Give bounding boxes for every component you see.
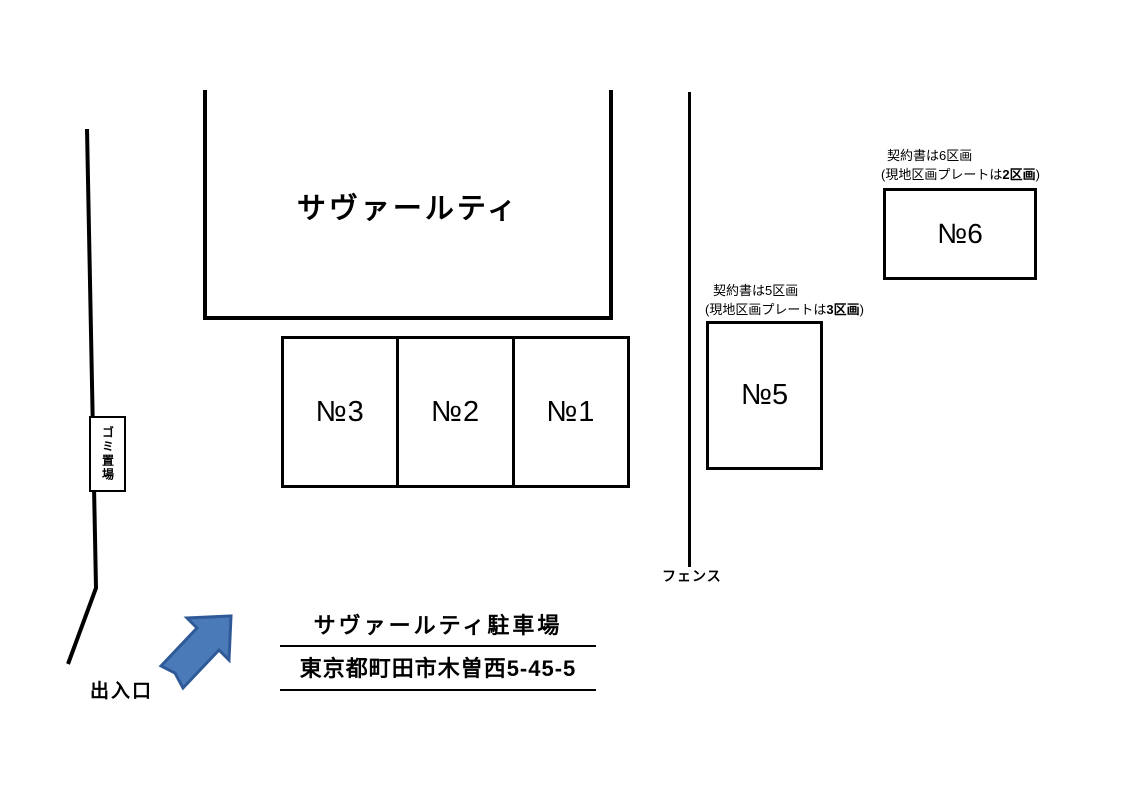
entrance-exit-label: 出入口 (90, 681, 154, 702)
garbage-area-box: ゴミ置場 (89, 416, 126, 492)
stall-no2: №2 (396, 339, 511, 485)
entrance-arrow-icon (158, 614, 233, 691)
stall-no5: №5 (706, 321, 823, 470)
left-road-boundary-line (66, 128, 99, 665)
stall-no6: №6 (883, 188, 1037, 280)
stall-no5-note-line2: (現地区画プレートは3区画) (705, 302, 864, 317)
stall-no6-note: 契約書は6区画 (現地区画プレートは2区画) (881, 146, 1040, 184)
fence-line (688, 92, 691, 567)
stall-no3: №3 (315, 395, 365, 428)
stall-no6-note-line1: 契約書は6区画 (887, 148, 973, 163)
parking-stall-row: №3 №2 №1 (281, 336, 630, 488)
stall-no6-note-line2: (現地区画プレートは2区画) (881, 167, 1040, 182)
building-name-label: サヴァールティ (296, 193, 520, 225)
parking-lot-address: 東京都町田市木曽西5-45-5 (280, 647, 596, 691)
building-outline: サヴァールティ (203, 90, 613, 320)
stall-no5-note-line1: 契約書は5区画 (713, 283, 799, 298)
garbage-area-label: ゴミ置場 (100, 426, 115, 482)
footer-title-block: サヴァールティ駐車場 東京都町田市木曽西5-45-5 (280, 608, 596, 691)
stall-no1: №1 (511, 339, 627, 485)
stall-no5-note: 契約書は5区画 (現地区画プレートは3区画) (705, 281, 864, 319)
fence-label: フェンス (662, 568, 722, 584)
parking-lot-name: サヴァールティ駐車場 (280, 608, 596, 647)
